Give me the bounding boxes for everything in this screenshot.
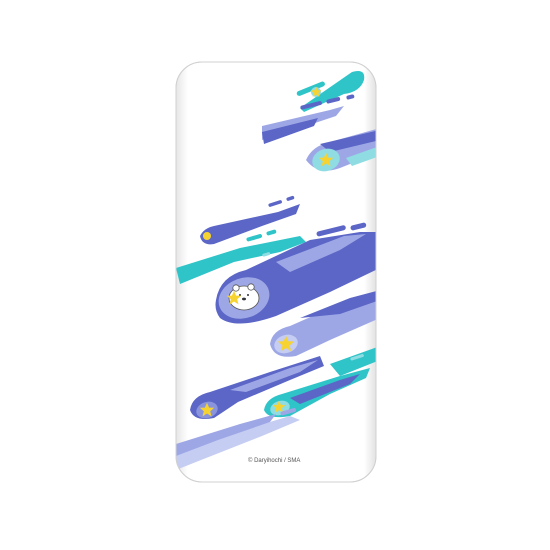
comet-teal-lower-right (330, 346, 376, 376)
comet-blue-lower (190, 356, 324, 419)
comet-blue-left (200, 195, 300, 245)
copyright-text: © Daryihochi / SMA (248, 458, 301, 464)
star-icon (203, 232, 211, 240)
phone-case-outline (175, 61, 377, 483)
comet-blue-upper (262, 94, 355, 144)
polar-bear-icon (228, 283, 260, 311)
comet-teal-top (296, 71, 365, 112)
comet-light-star-right (306, 128, 376, 172)
comet-pale-bottom (176, 408, 300, 470)
comet-bear (215, 222, 376, 324)
comet-light-right (270, 290, 376, 357)
comet-teal-middle (176, 229, 306, 284)
